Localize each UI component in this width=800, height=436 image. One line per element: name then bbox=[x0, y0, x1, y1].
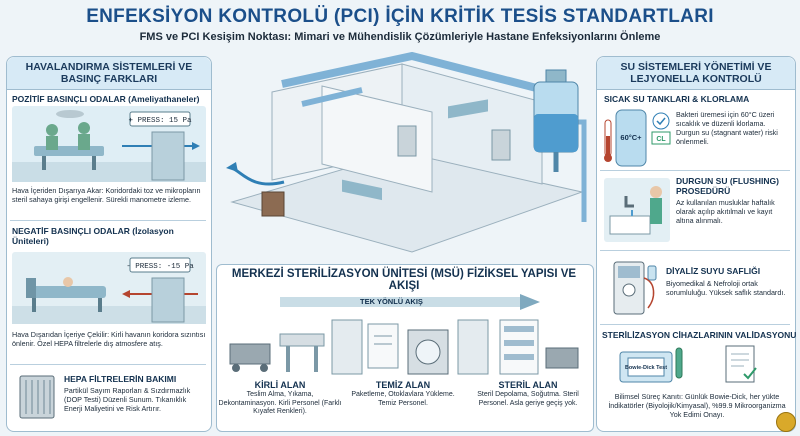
certificate-icon bbox=[725, 345, 757, 383]
hepa-filter-illustration bbox=[19, 375, 55, 419]
dialysis-machine-illustration bbox=[613, 261, 657, 315]
isolation-room-illustration: - PRESS: -15 Pa bbox=[12, 252, 206, 324]
validation-text: Bilimsel Süreç Kanıtı: Günlük Bowie-Dick… bbox=[608, 392, 786, 419]
dirty-zone-title: KİRLİ ALAN bbox=[254, 380, 306, 390]
clean-zone-text: Paketleme, Otoklavlara Yükleme. Temiz Pe… bbox=[351, 391, 455, 407]
msu-heading: MERKEZİ STERİLİZASYON ÜNİTESİ (MSÜ) FİZİ… bbox=[231, 268, 577, 292]
bowie-dick-label: Bowie-Dick Test bbox=[625, 365, 667, 371]
divider bbox=[600, 324, 790, 325]
flushing-illustration bbox=[604, 178, 670, 242]
negative-pressure-gauge: - PRESS: -15 Pa bbox=[126, 263, 194, 271]
one-way-flow-label: TEK YÖNLÜ AKIŞ bbox=[360, 297, 423, 306]
msu-flow-illustration bbox=[229, 319, 579, 375]
dirty-zone-text: Teslim Alma, Yıkama, Dekontaminasyon. Ki… bbox=[218, 391, 342, 415]
divider bbox=[600, 250, 790, 251]
chlorine-label: CL bbox=[656, 136, 666, 143]
sterile-zone-text: Steril Depolama, Soğutma. Steril Persone… bbox=[477, 391, 579, 407]
bowie-dick-pack-illustration: Bowie-Dick Test bbox=[619, 347, 683, 383]
one-way-flow-arrow bbox=[280, 294, 540, 310]
seal-icon bbox=[776, 412, 796, 432]
page-title: ENFEKSİYON KONTROLÜ (PCI) İÇİN KRİTİK TE… bbox=[86, 6, 714, 27]
hot-water-title: SICAK SU TANKLARI & KLORLAMA bbox=[604, 94, 750, 104]
operating-room-illustration: + PRESS: 15 Pa bbox=[12, 106, 206, 182]
validation-title: STERİLİZASYON CİHAZLARININ VALİDASYONU bbox=[602, 330, 797, 340]
dialysis-text: Biyomedikal & Nefroloji ortak sorumluluğ… bbox=[666, 279, 786, 297]
positive-pressure-gauge: + PRESS: 15 Pa bbox=[128, 117, 192, 125]
water-systems-panel-heading: SU SİSTEMLERİ YÖNETİMİ VE LEJYONELLA KON… bbox=[597, 57, 795, 90]
water-tank-illustration bbox=[533, 69, 579, 172]
flushing-title: DURGUN SU (FLUSHING) PROSEDÜRÜ bbox=[676, 176, 779, 196]
ventilation-panel-heading: HAVALANDIRMA SİSTEMLERİ VE BASINÇ FARKLA… bbox=[7, 57, 211, 90]
divider bbox=[600, 170, 790, 171]
page-subtitle: FMS ve PCI Kesişim Noktası: Mimari ve Mü… bbox=[139, 31, 661, 43]
chlorine-icon: CL bbox=[651, 112, 671, 145]
hot-water-temp: 60°C+ bbox=[620, 133, 642, 142]
negative-pressure-text: Hava Dışarıdan İçeriye Çekilir: Kirli ha… bbox=[12, 330, 206, 348]
divider bbox=[10, 364, 206, 365]
positive-pressure-title: POZİTİF BASINÇLI ODALAR (Ameliyathaneler… bbox=[12, 94, 200, 104]
sterile-zone-title: STERİL ALAN bbox=[498, 380, 558, 390]
hot-water-tank-illustration: 60°C+ bbox=[604, 109, 647, 167]
hospital-building-illustration bbox=[226, 52, 587, 253]
positive-pressure-text: Hava İçeriden Dışarıya Akar: Koridordaki… bbox=[12, 186, 201, 204]
flushing-text: Az kullanılan musluklar haftalık olarak … bbox=[676, 198, 775, 225]
dialysis-title: DİYALİZ SUYU SAFLIĞI bbox=[666, 266, 761, 276]
clean-zone-title: TEMİZ ALAN bbox=[375, 380, 431, 390]
hepa-title: HEPA FİLTRELERİN BAKIMI bbox=[64, 374, 177, 384]
negative-pressure-title: NEGATİF BASINÇLI ODALAR (İzolasyon Ünite… bbox=[12, 226, 174, 246]
hepa-text: Partikül Sayım Raporları & Sızdırmazlık … bbox=[64, 386, 191, 413]
hot-water-text: Bakteri üremesi için 60°C üzeri sıcaklık… bbox=[676, 110, 778, 146]
divider bbox=[10, 220, 206, 221]
